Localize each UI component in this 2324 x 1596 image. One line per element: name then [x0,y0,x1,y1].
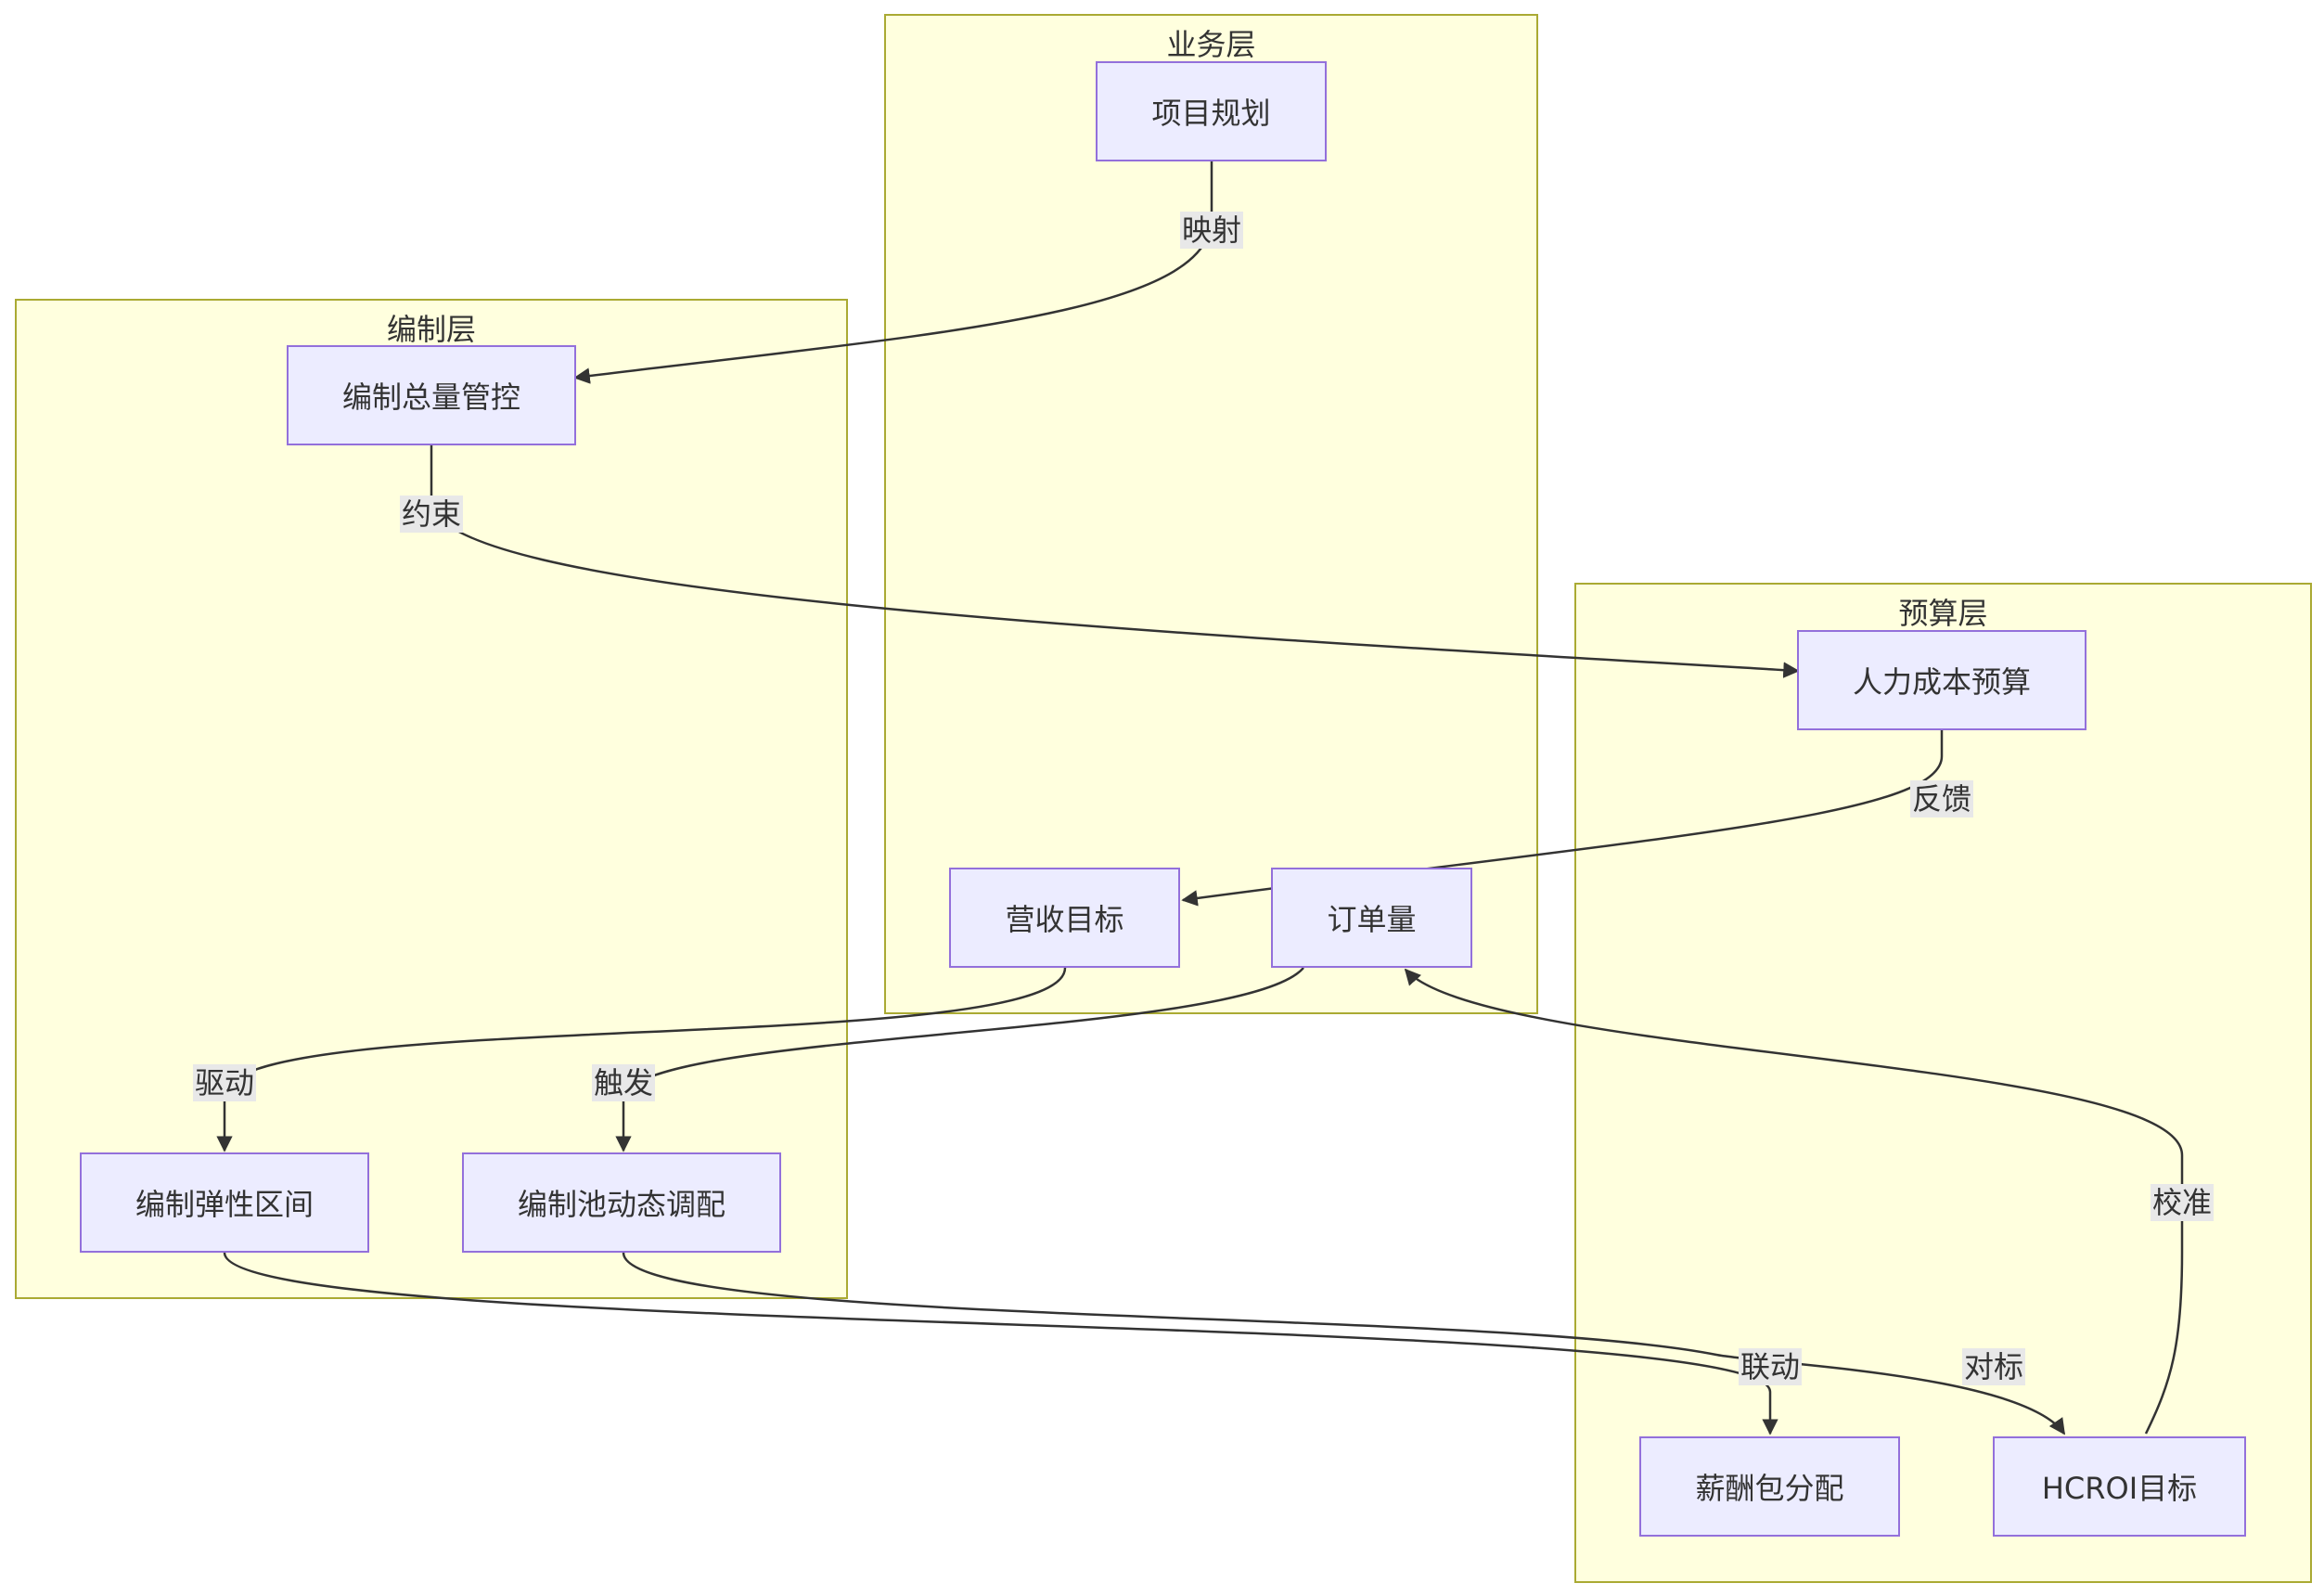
node-hcroi[interactable]: HCROI目标 [1993,1436,2246,1537]
edge-order-volume-to-pool-allocation [615,967,1304,1152]
edge-label-linkage: 联动 [1738,1348,1803,1385]
edge-label-trigger: 触发 [591,1064,656,1101]
edge-label-feedback: 反馈 [1909,780,1974,817]
cluster-budget-title: 预算层 [1898,596,1988,631]
edge-revenue-target-to-elastic-range [216,967,1067,1152]
edge-label-mapping: 映射 [1179,212,1244,249]
node-project-plan[interactable]: 项目规划 [1096,61,1327,161]
edge-label-calibration: 校准 [2150,1184,2215,1221]
cluster-business-title: 业务层 [1166,27,1256,62]
edge-project-plan-to-headcount-control [573,161,1213,384]
edge-label-benchmark: 对标 [1961,1348,2026,1385]
node-headcount-control[interactable]: 编制总量管控 [287,345,576,445]
node-order-volume[interactable]: 订单量 [1271,868,1472,968]
node-elastic-range[interactable]: 编制弹性区间 [80,1152,369,1253]
node-revenue-target[interactable]: 营收目标 [949,868,1180,968]
edge-elastic-range-to-compensation [223,1252,1778,1435]
node-pool-allocation[interactable]: 编制池动态调配 [462,1152,781,1253]
cluster-staffing-title: 编制层 [386,312,476,347]
edge-hcroi-to-order-volume [1404,968,2184,1435]
edge-label-drive: 驱动 [192,1064,257,1101]
node-labor-budget[interactable]: 人力成本预算 [1797,630,2086,730]
node-compensation[interactable]: 薪酬包分配 [1639,1436,1900,1537]
edge-headcount-control-to-labor-budget [430,445,1800,678]
edge-pool-allocation-to-hcroi [622,1252,2066,1435]
edge-label-constraint: 约束 [399,496,464,533]
cluster-budget: 预算层 [1574,583,2312,1583]
